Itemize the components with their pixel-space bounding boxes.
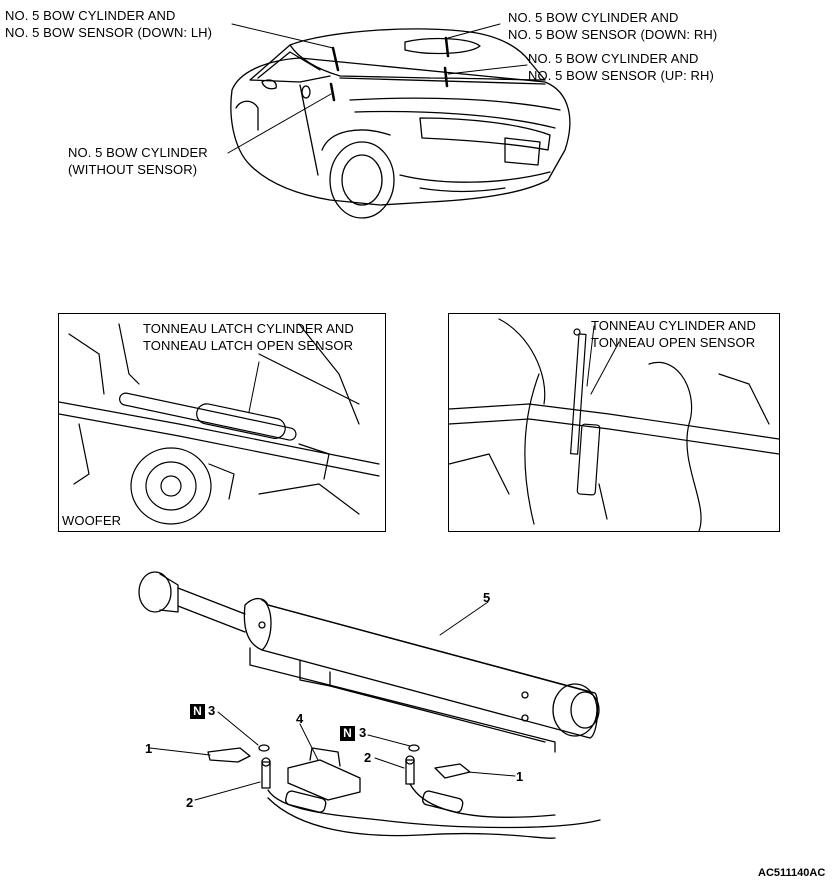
callout-4: 4: [296, 711, 304, 726]
label-tonneau-cylinder: TONNEAU CYLINDER AND TONNEAU OPEN SENSOR: [591, 318, 757, 350]
callout-1-right: 1: [516, 769, 524, 784]
label-bow-down-lh: NO. 5 BOW CYLINDER AND NO. 5 BOW SENSOR …: [5, 8, 213, 40]
label-tonneau-latch: TONNEAU LATCH CYLINDER AND TONNEAU LATCH…: [143, 321, 354, 353]
callout-2-right: 2: [364, 750, 372, 765]
tonneau-cylinder-drawing: [449, 318, 779, 531]
n-badge-right: N: [340, 726, 355, 741]
tonneau-cylinder-panel: TONNEAU CYLINDER AND TONNEAU OPEN SENSOR: [448, 313, 780, 532]
callout-1-left: 1: [145, 741, 153, 756]
label-bow-up-rh: NO. 5 BOW CYLINDER AND NO. 5 BOW SENSOR …: [528, 51, 714, 83]
callout-2-lower: 2: [186, 795, 194, 810]
callout-3-left: 3: [208, 703, 216, 718]
label-woofer: WOOFER: [62, 513, 122, 528]
tonneau-latch-drawing: [59, 323, 380, 525]
figure-code: AC511140AC: [758, 867, 826, 879]
label-bow-without-sensor: NO. 5 BOW CYLINDER (WITHOUT SENSOR): [68, 145, 208, 177]
label-bow-down-rh: NO. 5 BOW CYLINDER AND NO. 5 BOW SENSOR …: [508, 10, 718, 42]
tonneau-latch-panel: TONNEAU LATCH CYLINDER AND TONNEAU LATCH…: [58, 313, 386, 532]
callout-5: 5: [483, 590, 491, 605]
callout-3-right: 3: [359, 725, 367, 740]
n-badge-left: N: [190, 704, 205, 719]
